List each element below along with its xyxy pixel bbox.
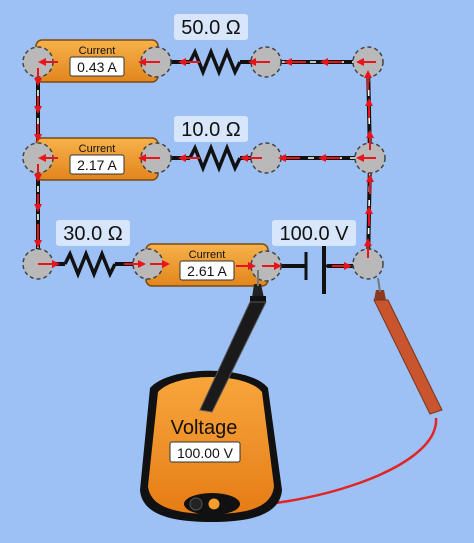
ammeter-bottom[interactable]: Current 2.61 A xyxy=(145,243,269,287)
ammeter-top-reading: 0.43 A xyxy=(77,59,117,75)
resistor-value-r2: 10.0 Ω xyxy=(181,119,240,141)
voltmeter-reading: 100.00 V xyxy=(177,445,234,461)
current-arrows xyxy=(34,58,376,270)
resistor-label-r2: 10.0 Ω xyxy=(174,116,248,142)
resistor-label-r1: 50.0 Ω xyxy=(174,14,248,40)
voltmeter[interactable]: Voltage 100.00 V xyxy=(140,370,282,522)
red-probe[interactable] xyxy=(373,277,443,415)
ammeter-bottom-title: Current xyxy=(189,249,226,261)
ammeter-bottom-reading: 2.61 A xyxy=(187,263,227,279)
battery-label: 100.0 V xyxy=(272,220,356,246)
ammeter-middle-title: Current xyxy=(79,143,116,155)
resistor-value-r1: 50.0 Ω xyxy=(181,17,240,39)
ammeter-middle-reading: 2.17 A xyxy=(77,157,117,173)
battery-value: 100.0 V xyxy=(280,223,350,245)
black-jack-icon xyxy=(189,497,203,511)
ammeter-top[interactable]: Current 0.43 A xyxy=(35,39,159,83)
black-probe[interactable] xyxy=(199,270,267,413)
resistor-value-r3: 30.0 Ω xyxy=(63,223,122,245)
red-jack-icon xyxy=(207,497,221,511)
resistor-label-r3: 30.0 Ω xyxy=(56,220,130,246)
battery[interactable] xyxy=(304,240,326,294)
ammeter-top-title: Current xyxy=(79,45,116,57)
ammeter-middle[interactable]: Current 2.17 A xyxy=(35,137,159,181)
voltmeter-title: Voltage xyxy=(171,417,238,439)
